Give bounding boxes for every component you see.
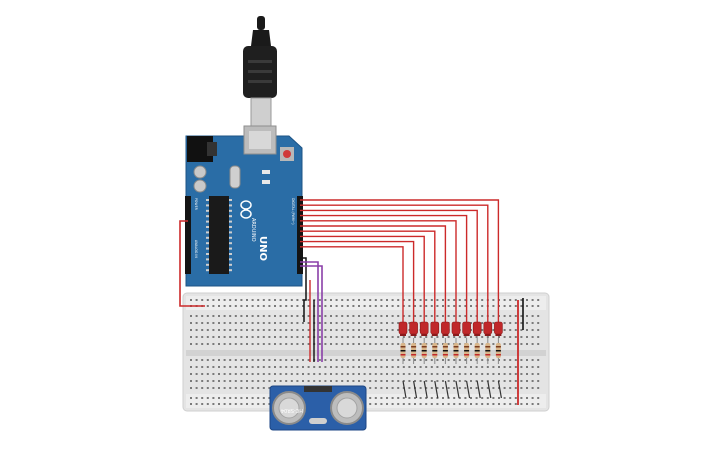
led[interactable] <box>441 321 450 336</box>
ground-jumper[interactable] <box>434 380 439 399</box>
ground-jumper[interactable] <box>497 380 502 399</box>
arduino-logo <box>240 200 252 219</box>
led[interactable] <box>483 321 493 336</box>
arduino-model-label: UNO <box>257 236 268 261</box>
power-wire[interactable] <box>179 220 205 307</box>
wires <box>179 199 524 405</box>
ground-jumper[interactable] <box>476 380 481 399</box>
ground-jumper[interactable] <box>423 380 428 399</box>
sensor-transducer-left <box>272 391 306 425</box>
arduino-uno-board: ARDUINO UNO DIGITAL (PWM~) POWER ANALOG … <box>185 125 303 287</box>
led-signal-wire[interactable] <box>300 199 500 322</box>
ground-jumper[interactable] <box>402 380 407 399</box>
led-signal-wires <box>300 199 500 322</box>
ground-jumper[interactable] <box>413 380 418 399</box>
resistor-array <box>400 338 501 364</box>
resistor[interactable] <box>453 338 459 364</box>
resistor[interactable] <box>400 338 406 364</box>
led-signal-wire[interactable] <box>300 230 436 322</box>
sensor-echo-wire[interactable] <box>300 265 323 362</box>
led[interactable] <box>419 321 429 336</box>
led[interactable] <box>494 321 503 336</box>
sensor-model-label: HC-SR04 <box>281 407 303 413</box>
led-array <box>398 321 503 336</box>
led-signal-wire[interactable] <box>300 214 468 322</box>
led-signal-wire[interactable] <box>300 209 478 322</box>
resistor[interactable] <box>485 338 491 364</box>
sensor-transducer-right <box>330 391 364 425</box>
resistor[interactable] <box>464 338 470 364</box>
chip-pins <box>206 199 232 272</box>
microcontroller-chip <box>209 196 229 274</box>
led-signal-wire[interactable] <box>300 204 489 322</box>
resistor[interactable] <box>442 338 448 364</box>
resistor[interactable] <box>432 338 438 364</box>
digital-header <box>297 196 303 274</box>
sensor-trig-wire[interactable] <box>300 261 319 362</box>
led[interactable] <box>451 321 461 336</box>
resistor[interactable] <box>474 338 480 364</box>
led[interactable] <box>462 321 471 336</box>
led-signal-wire[interactable] <box>300 240 415 322</box>
analog-header-label: ANALOG IN <box>194 240 198 258</box>
resistor[interactable] <box>495 338 501 364</box>
ground-jumper[interactable] <box>444 380 449 399</box>
power-analog-header <box>185 196 191 274</box>
digital-header-label: DIGITAL (PWM~) <box>291 198 295 224</box>
sensor-crystal <box>309 418 327 424</box>
ultrasonic-sensor[interactable]: HC-SR04 <box>269 385 367 431</box>
ground-wire[interactable] <box>300 257 307 322</box>
led-signal-wire[interactable] <box>300 220 457 322</box>
arduino-brand-label: ARDUINO <box>250 218 256 242</box>
led-signal-wire[interactable] <box>300 246 404 322</box>
ground-jumper[interactable] <box>487 380 492 399</box>
sensor-pin-header <box>304 386 332 392</box>
led-signal-wire[interactable] <box>300 235 425 322</box>
led-signal-wire[interactable] <box>300 225 447 322</box>
led[interactable] <box>472 321 482 336</box>
power-header-label: POWER <box>194 198 198 211</box>
ground-jumpers <box>402 380 502 399</box>
ground-jumper[interactable] <box>455 380 460 399</box>
resistor[interactable] <box>421 338 427 364</box>
usb-cable[interactable] <box>243 16 277 129</box>
resistor[interactable] <box>411 338 417 364</box>
led[interactable] <box>398 321 408 336</box>
led[interactable] <box>409 321 418 336</box>
led[interactable] <box>430 321 440 336</box>
ground-jumper[interactable] <box>466 380 471 399</box>
